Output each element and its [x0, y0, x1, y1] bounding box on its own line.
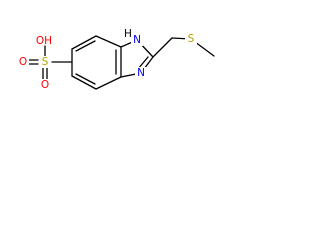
bond-c5-c4: [71, 75, 97, 90]
atom-labels: H N N S S OH O O: [17, 28, 197, 91]
bond-c4-c3a: [95, 76, 122, 90]
atom-o-left: O: [19, 56, 27, 68]
bond-c7-c6-inner: [75, 40, 96, 52]
atom-h: H: [124, 28, 132, 40]
atom-s-thioether: S: [188, 33, 195, 45]
atom-n-upper: N: [133, 34, 141, 46]
structural-formula: H N N S S OH O O: [17, 28, 215, 91]
atom-n-lower: N: [137, 67, 145, 79]
bond-c7-c6: [71, 35, 97, 50]
atom-o-bottom: O: [41, 79, 49, 91]
bond-c7a-c7: [95, 35, 122, 48]
atom-oh: OH: [36, 35, 52, 47]
atom-s-sulfonyl: S: [42, 56, 49, 68]
bond-c5-c4-inner: [75, 73, 96, 85]
bond-c2-ch2: [152, 37, 173, 58]
